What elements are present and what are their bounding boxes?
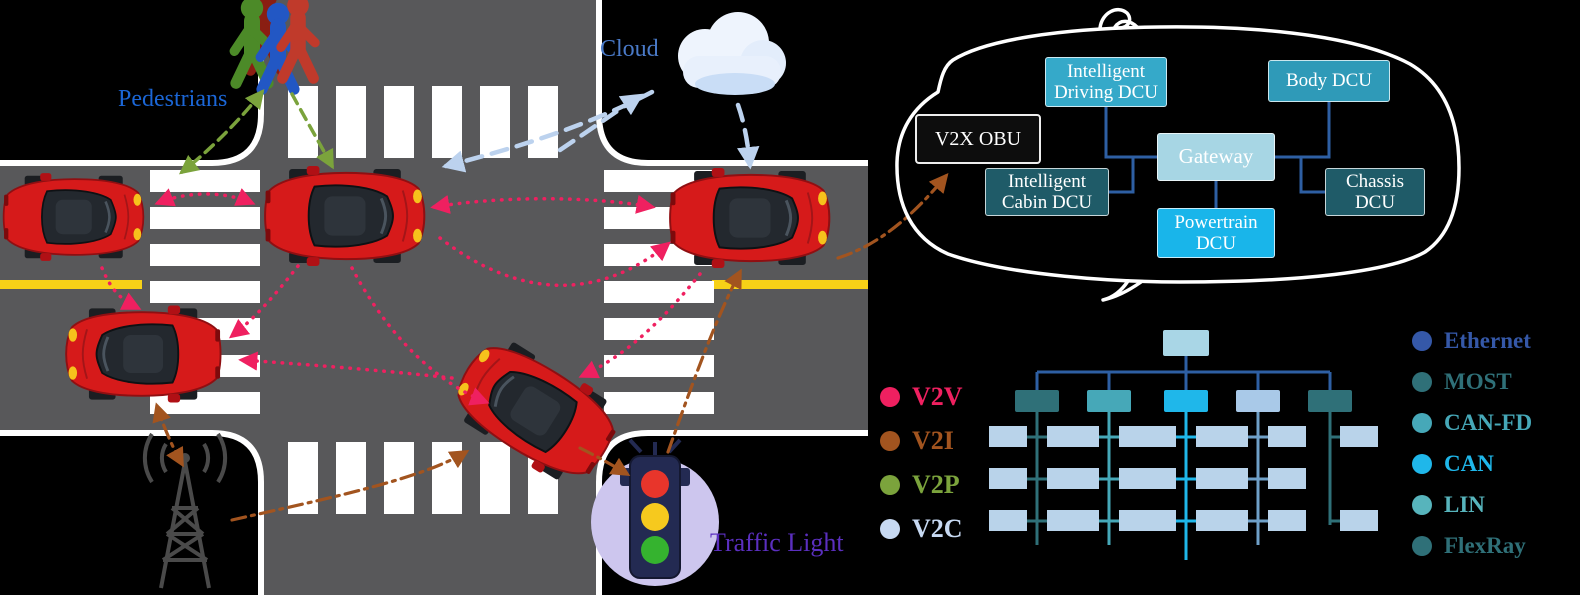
v2v-label: V2V <box>912 382 963 411</box>
can-label: CAN <box>1444 451 1494 476</box>
car-5 <box>668 166 831 270</box>
legend-item-most: MOST <box>1412 369 1532 395</box>
traffic-light-label: Traffic Light <box>710 528 844 557</box>
car-3 <box>64 304 222 404</box>
legend-item-ethernet: Ethernet <box>1412 328 1532 354</box>
car-outline-sketch <box>895 7 1461 302</box>
lane-line-right <box>712 280 868 289</box>
legend-item-v2v: V2V <box>880 382 963 412</box>
lin-label: LIN <box>1444 492 1485 517</box>
legend-item-can: CAN <box>1412 451 1532 477</box>
v2c-label: V2C <box>912 514 963 543</box>
v2p-label: V2P <box>912 470 960 499</box>
bus-type-legend: Ethernet MOST CAN-FD CAN LIN FlexRay <box>1412 328 1532 574</box>
most-color-dot <box>1412 372 1432 392</box>
pedestrians-label: Pedestrians <box>118 86 228 112</box>
traffic-light-icon <box>591 438 719 586</box>
intelligent-cabin-dcu-box: Intelligent Cabin DCU <box>985 168 1109 216</box>
rsu-antenna-icon <box>142 432 228 589</box>
flexray-label: FlexRay <box>1444 533 1526 558</box>
legend-item-flexray: FlexRay <box>1412 533 1532 559</box>
can-fd-color-dot <box>1412 413 1432 433</box>
cloud-icon <box>678 12 786 95</box>
ethernet-color-dot <box>1412 331 1432 351</box>
legend-item-can-fd: CAN-FD <box>1412 410 1532 436</box>
can-fd-label: CAN-FD <box>1444 410 1533 435</box>
v2i-label: V2I <box>912 426 954 455</box>
architecture-connectors <box>1104 102 1331 208</box>
crosswalk-top <box>288 86 558 158</box>
car-1 <box>2 171 145 263</box>
v2i-arrows <box>152 173 949 522</box>
legend-item-v2p: V2P <box>880 470 963 500</box>
v2x-obu-box: V2X OBU <box>915 114 1041 164</box>
v2v-arrows <box>100 188 702 406</box>
flexray-color-dot <box>1412 536 1432 556</box>
body-dcu-box: Body DCU <box>1268 60 1390 102</box>
cloud-label: Cloud <box>600 36 659 62</box>
chassis-dcu-box: Chassis DCU <box>1325 168 1425 216</box>
ethernet-label: Ethernet <box>1444 328 1531 353</box>
car-2 <box>263 164 426 268</box>
intelligent-driving-dcu-box: Intelligent Driving DCU <box>1045 57 1167 107</box>
legend-item-v2i: V2I <box>880 426 963 456</box>
legend-item-v2c: V2C <box>880 514 963 544</box>
v2x-comm-legend: V2V V2I V2P V2C <box>880 382 963 558</box>
lin-color-dot <box>1412 495 1432 515</box>
lane-line-left <box>0 280 142 289</box>
v2p-arrows <box>178 88 334 175</box>
powertrain-dcu-box: Powertrain DCU <box>1157 208 1275 258</box>
v2c-color-dot <box>880 519 900 539</box>
most-label: MOST <box>1444 369 1512 394</box>
topology-tree <box>989 330 1378 560</box>
v2c-arrows <box>441 89 760 173</box>
gateway-box: Gateway <box>1157 133 1275 181</box>
v2v-color-dot <box>880 387 900 407</box>
v2p-color-dot <box>880 475 900 495</box>
v2i-color-dot <box>880 431 900 451</box>
can-color-dot <box>1412 454 1432 474</box>
legend-item-lin: LIN <box>1412 492 1532 518</box>
